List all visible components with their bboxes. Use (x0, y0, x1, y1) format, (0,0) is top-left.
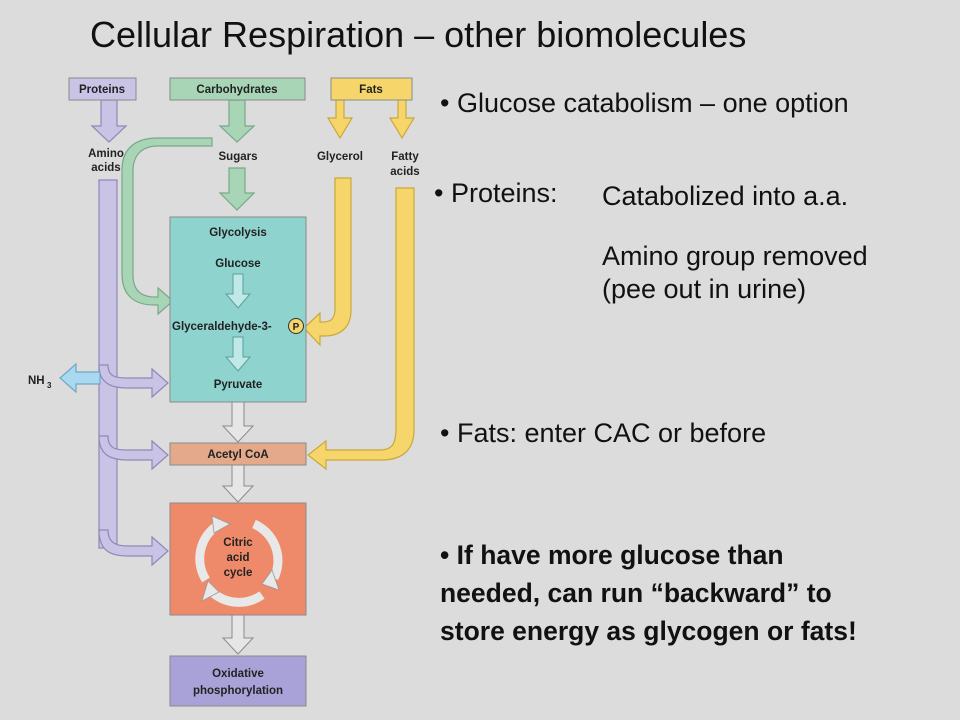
carbs-to-sugars-arrow (218, 99, 256, 143)
fats-box (330, 77, 413, 101)
fatty-label-line2: acids (390, 166, 419, 178)
fats-label: Fats (359, 84, 383, 96)
metabolism-diagram: .lbl { font-family: "Liberation Sans", "… (28, 77, 420, 707)
fats-to-glycerol-arrow (326, 97, 354, 140)
pyruvate-to-acetyl-arrow (221, 401, 255, 443)
slide-title: Cellular Respiration – other biomolecule… (90, 14, 747, 55)
nh3-arrow (59, 362, 101, 394)
bullet-fats: • Fats: enter CAC or before (440, 418, 767, 448)
nh3-label: NH (28, 375, 45, 387)
bullet-reverse-line-2: needed, can run “backward” to (440, 578, 832, 608)
fatty-label-line1: Fatty (391, 151, 419, 163)
fat-pathways (303, 91, 416, 471)
acetyl-coa-label: Acetyl CoA (207, 449, 268, 461)
cycle-label-line3: cycle (224, 567, 253, 579)
g3p-to-pyruvate-arrow (224, 336, 252, 372)
fats-to-fatty-acids-arrow (388, 97, 416, 140)
proteins-label: Proteins (79, 84, 125, 96)
acetyl-to-cycle-arrow (221, 464, 255, 503)
oxphos-label-line1: Oxidative (212, 668, 264, 680)
phosphate-circle (288, 318, 304, 334)
protein-pathways (90, 99, 169, 567)
oxidative-phosphorylation-box (169, 655, 307, 707)
cycle-label-line1: Citric (223, 537, 253, 549)
fatty-acids-to-acetyl-arrow (307, 187, 415, 471)
glucose-label: Glucose (215, 258, 260, 270)
cycle-label-line2: acid (226, 552, 249, 564)
bullet-proteins: • Proteins: (434, 178, 558, 208)
g3p-label: Glyceraldehyde-3- (172, 321, 272, 333)
proteins-box (68, 77, 137, 101)
carbohydrates-label: Carbohydrates (196, 84, 277, 96)
proteins-to-amino-acids-arrow (90, 99, 128, 143)
sugars-bypass-arrow (121, 137, 213, 316)
proteins-detail-line-b: (pee out in urine) (602, 274, 807, 304)
carbohydrates-box (169, 77, 306, 101)
sugars-label: Sugars (219, 151, 258, 163)
carb-pathways (121, 99, 256, 316)
phosphate-label: P (293, 322, 300, 333)
proteins-detail-catabolized: Catabolized into a.a. (602, 181, 849, 211)
amino-label-line1: Amino (88, 148, 124, 160)
bullet-reverse-pathway: • If have more glucose than needed, can … (440, 536, 857, 650)
cycle-to-oxphos-arrow (221, 614, 255, 655)
oxphos-label-line2: phosphorylation (193, 685, 283, 697)
sugars-to-glycolysis-arrow (218, 167, 256, 211)
proteins-detail-line-a: Amino group removed (602, 241, 868, 271)
amino-label-line2: acids (91, 162, 120, 174)
glycolysis-box (169, 216, 307, 403)
glycolysis-title: Glycolysis (209, 227, 267, 239)
proteins-detail-amino-removed: Amino group removed (pee out in urine) (602, 240, 868, 306)
nh3-group: NH 3 (28, 362, 101, 394)
glycerol-to-g3p-arrow (303, 177, 352, 347)
amino-to-cycle-branch (98, 529, 169, 567)
bullet-glucose-catabolism: • Glucose catabolism – one option (440, 88, 849, 118)
nh3-subscript: 3 (47, 381, 52, 390)
pyruvate-label: Pyruvate (214, 379, 263, 391)
glycerol-label: Glycerol (317, 151, 363, 163)
bullet-reverse-line-1: • If have more glucose than (440, 540, 784, 570)
amino-acid-trunk (98, 179, 118, 549)
amino-to-nh3-arrow-branch (98, 364, 169, 399)
glucose-to-g3p-arrow (224, 273, 252, 309)
bullet-reverse-line-3: store energy as glycogen or fats! (440, 616, 857, 646)
amino-to-acetyl-branch (98, 435, 169, 471)
